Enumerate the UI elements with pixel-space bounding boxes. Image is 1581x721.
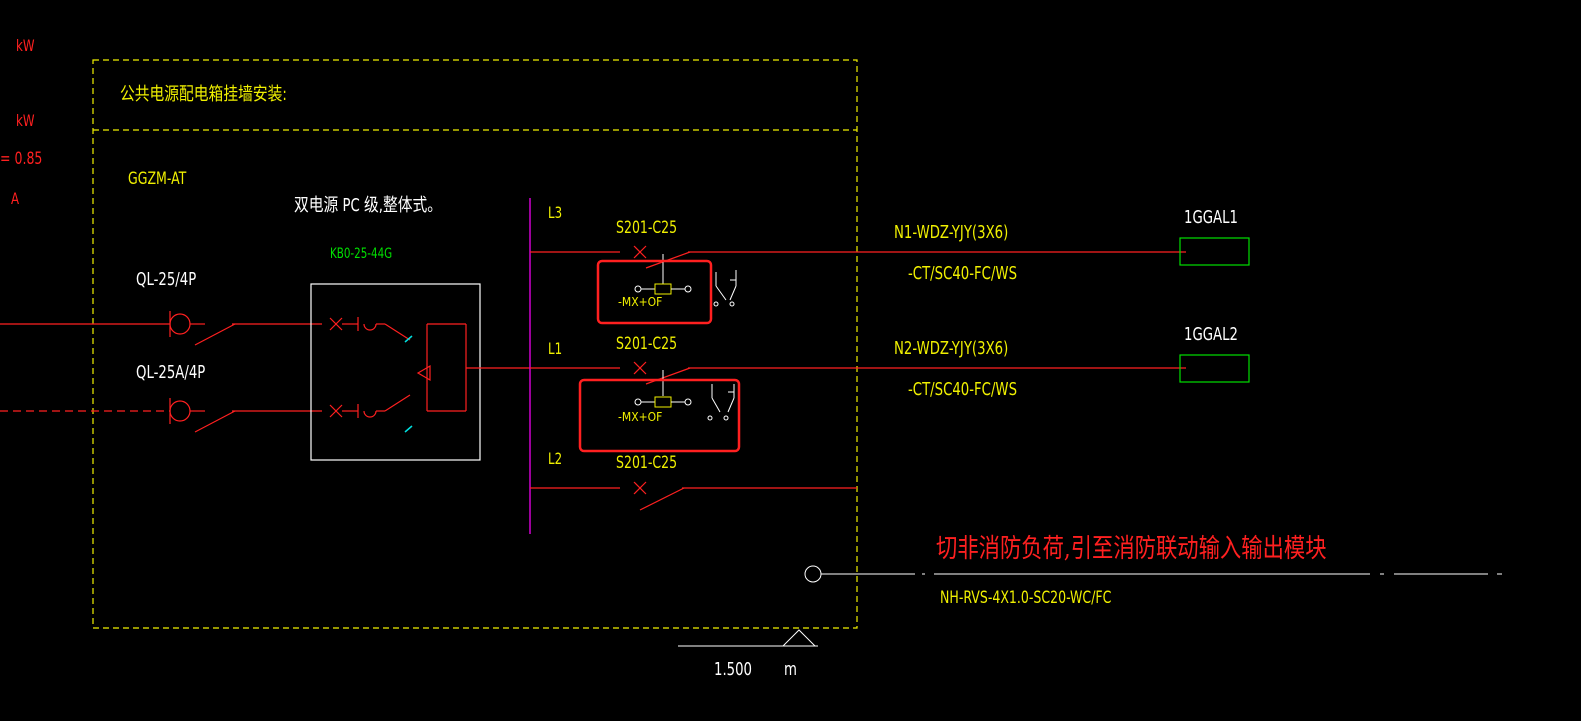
conduit-label-2: -CT/SC40-FC/WS — [908, 379, 1018, 400]
backup-breaker-label: QL-25A/4P — [136, 362, 206, 383]
fire-control-cable: NH-RVS-4X1.0-SC20-WC/FC — [940, 588, 1112, 608]
breaker-label-l3: S201-C25 — [616, 218, 678, 238]
load-box-2 — [1179, 354, 1250, 383]
left-power-factor: = 0.85 — [0, 149, 43, 169]
breaker-label-l1: S201-C25 — [616, 334, 678, 354]
left-current-unit: A — [11, 189, 20, 208]
panel-title: 公共电源配电箱挂墙安装: — [120, 84, 287, 105]
phase-label-l1: L1 — [548, 339, 563, 358]
accessory-label-1: -MX+OF — [618, 295, 663, 309]
shunt-trip-symbol-2 — [634, 370, 735, 421]
cable-label-2: N2-WDZ-YJY(3X6) — [894, 338, 1009, 359]
fire-control-note: 切非消防负荷,引至消防联动输入输出模块 — [936, 534, 1327, 564]
shunt-trip-symbol-1 — [634, 254, 737, 307]
phase-label-l3: L3 — [548, 203, 563, 222]
fire-control-line — [804, 565, 1502, 583]
ats-description: 双电源 PC 级,整体式。 — [294, 195, 443, 216]
circuit-l3-wire — [530, 245, 1186, 269]
ats-model: KB0-25-44G — [330, 246, 393, 262]
highlight-box-1 — [596, 259, 713, 325]
mounting-height-value: 1.500 — [714, 659, 753, 680]
incoming-backup-wire — [0, 398, 322, 433]
highlight-box-2 — [578, 378, 741, 453]
mounting-height-marker — [678, 629, 818, 647]
load-box-1 — [1179, 237, 1250, 266]
load-label-1: 1GGAL1 — [1184, 207, 1238, 228]
left-unit-kw-2: kW — [16, 111, 35, 130]
ats-switch-box — [310, 283, 530, 461]
load-label-2: 1GGAL2 — [1184, 324, 1238, 345]
circuit-l1-wire — [530, 361, 1186, 385]
breaker-label-l2: S201-C25 — [616, 453, 678, 473]
incoming-main-wire — [0, 311, 322, 346]
phase-label-l2: L2 — [548, 449, 563, 468]
mounting-height-unit: m — [784, 659, 797, 680]
conduit-label-1: -CT/SC40-FC/WS — [908, 263, 1018, 284]
circuit-l2-wire — [530, 481, 857, 511]
main-breaker-label: QL-25/4P — [136, 269, 197, 290]
panel-model: GGZM-AT — [128, 169, 187, 189]
accessory-label-2: -MX+OF — [618, 410, 663, 424]
panel-frame — [92, 59, 858, 629]
left-unit-kw-1: kW — [16, 36, 35, 55]
cable-label-1: N1-WDZ-YJY(3X6) — [894, 222, 1009, 243]
